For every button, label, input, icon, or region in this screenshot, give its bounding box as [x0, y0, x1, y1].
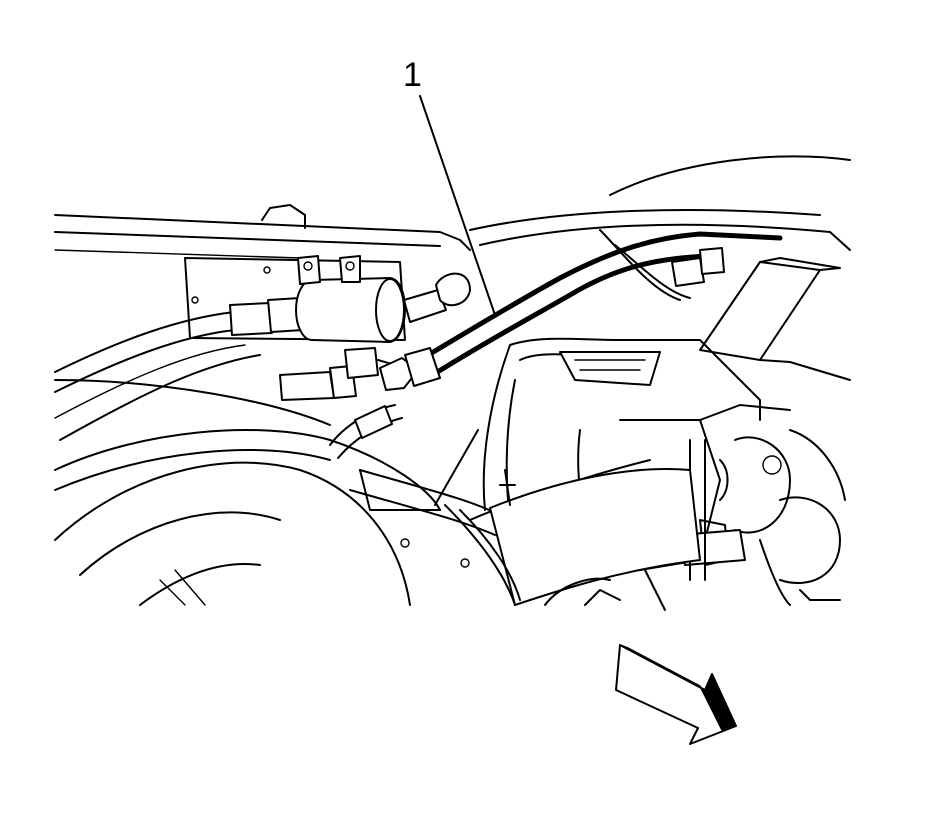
front-arrow-icon: [615, 644, 737, 745]
fuel-feed-pipe-highlighted: [404, 231, 783, 387]
callout-leader-line: [419, 95, 496, 316]
lower-right-details: [544, 577, 841, 606]
bracket-and-clips: [699, 257, 851, 381]
fuel-hose-left: [54, 297, 304, 441]
upper-pipes-right: [469, 155, 851, 301]
callout-1: 1: [403, 56, 496, 506]
fuel-filter: [295, 255, 471, 343]
air-cleaner-assembly: [54, 379, 441, 606]
air-intake-duct: [349, 468, 701, 606]
callout-label-1: 1: [403, 56, 422, 94]
fuel-line-fittings: [279, 347, 419, 459]
callout-leader-line-lower: [434, 429, 479, 506]
